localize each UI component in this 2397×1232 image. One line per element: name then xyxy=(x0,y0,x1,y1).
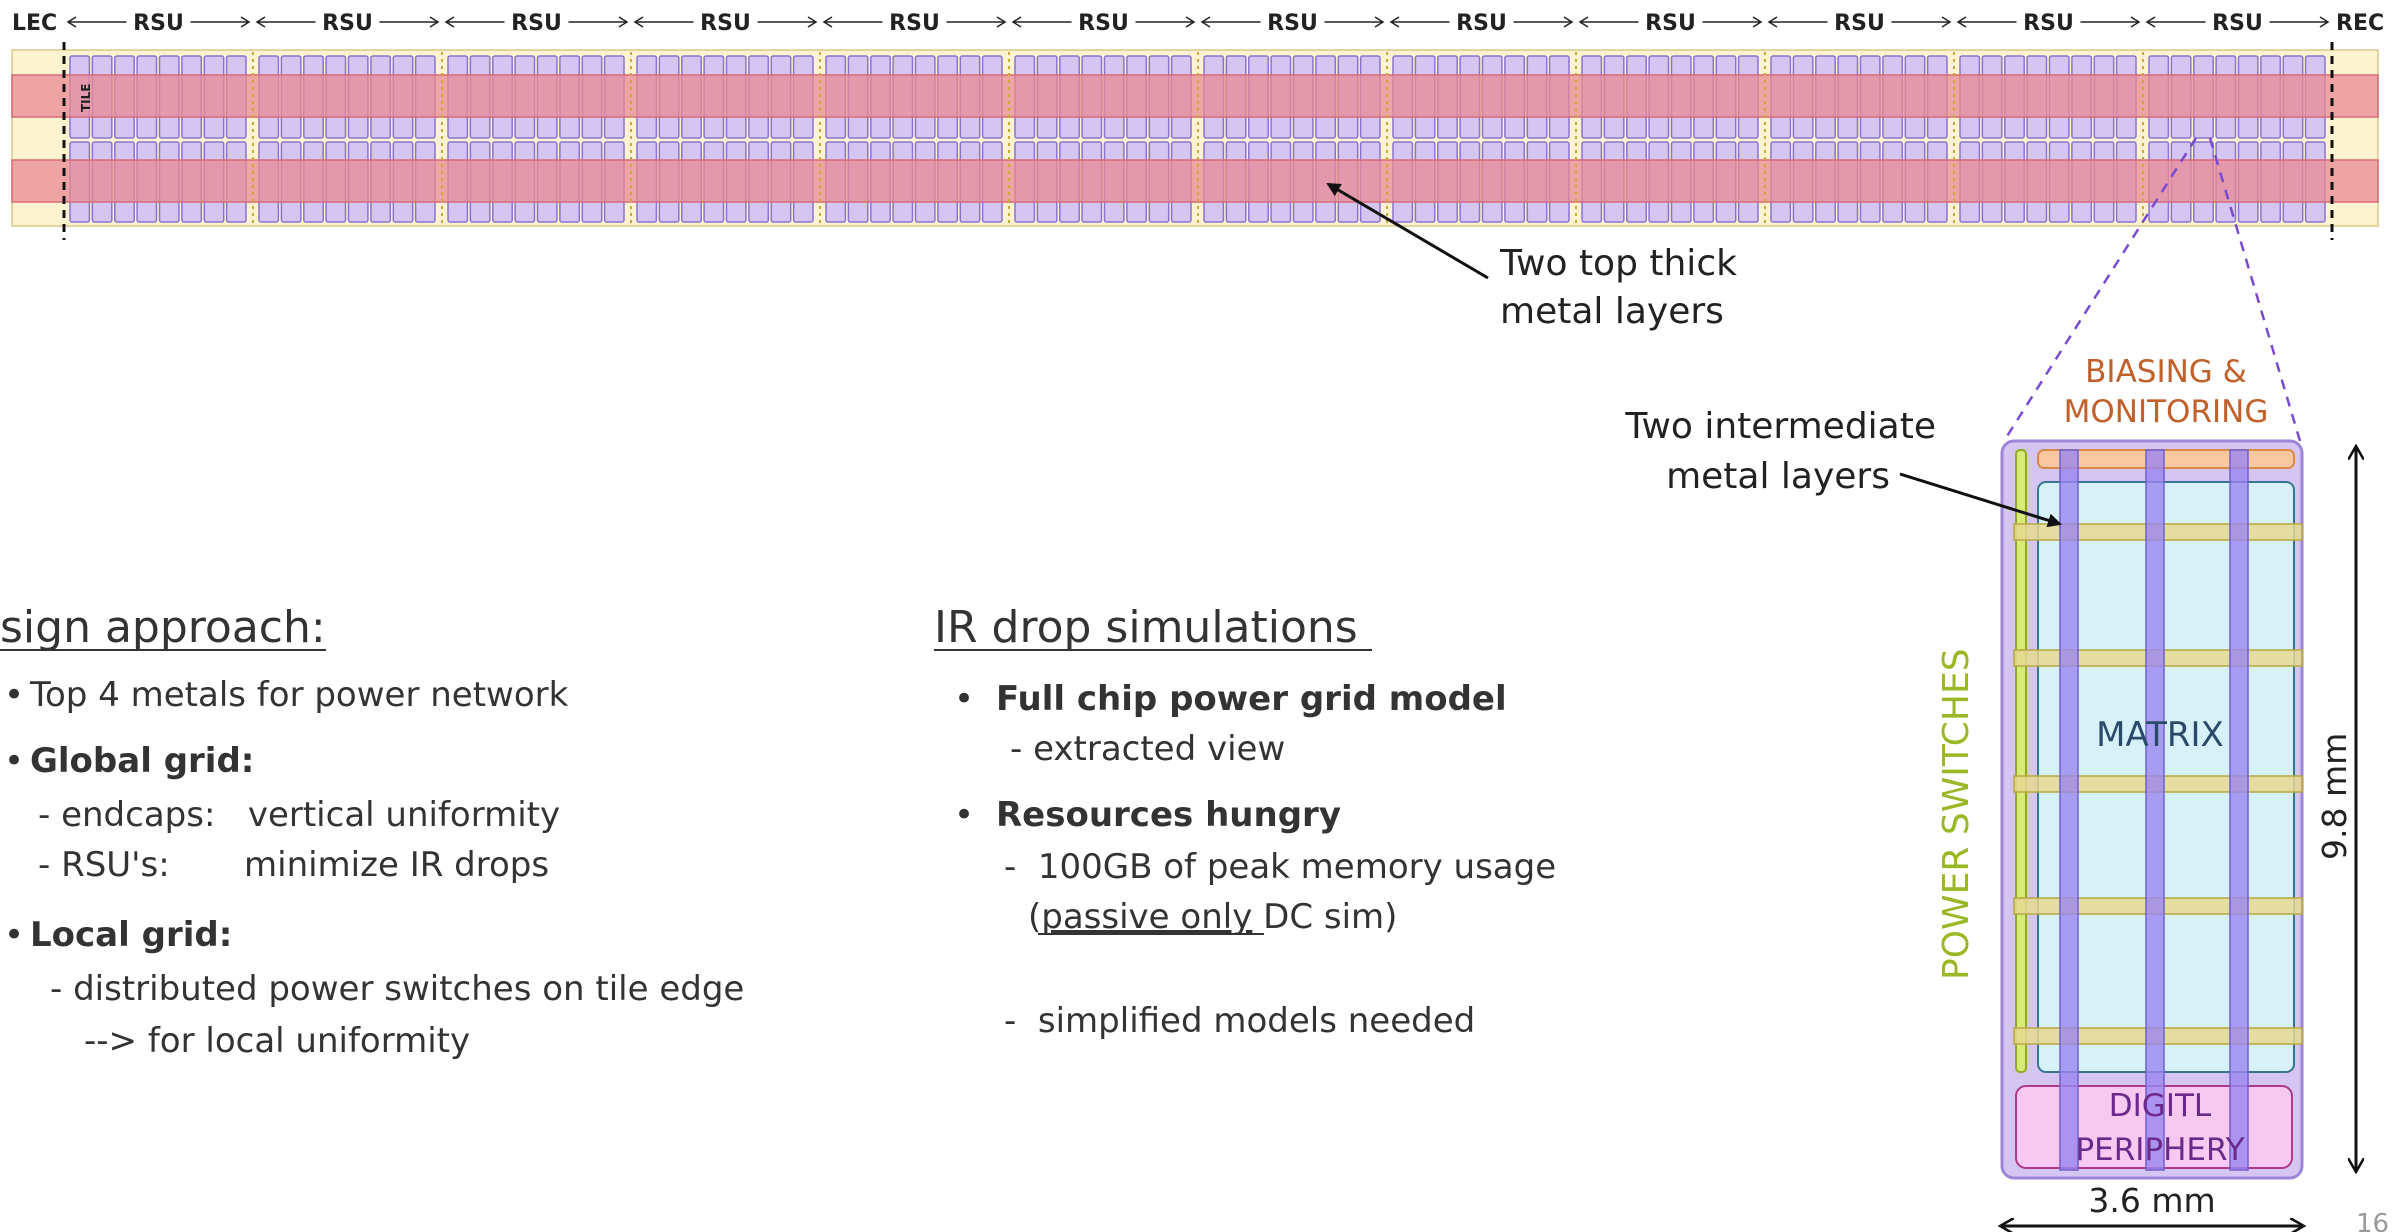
design-bullet-2a: - endcaps: vertical uniformity xyxy=(38,795,560,835)
rsu-span-arrowhead xyxy=(2145,16,2156,28)
rsu-span-arrowhead xyxy=(444,16,455,28)
rsu-header: LEC REC RSU RSU RSU RSU RSU RSU RSU RSU RSU RSU RS… xyxy=(12,11,2384,36)
rsu-span-arrowhead xyxy=(1941,16,1952,28)
rsu-span-arrowhead xyxy=(2319,16,2330,28)
rsu-label: RSU xyxy=(322,11,373,36)
bullet-dot: • xyxy=(4,915,24,955)
digital-label-line1: DIGITL xyxy=(2109,1088,2212,1124)
bullet-dot: • xyxy=(4,675,24,715)
tile-label: TILE xyxy=(79,84,93,113)
rsu-label: RSU xyxy=(1267,11,1318,36)
ir-drop-section: IR drop simulations • Full chip power gr… xyxy=(934,602,1556,1041)
detector-strip: TILE xyxy=(11,42,2379,240)
intermediate-label-line1: Two intermediate xyxy=(1624,406,1936,447)
ir-bullet-2c: - simplified models needed xyxy=(1004,1001,1475,1041)
power-switch-strip xyxy=(2015,449,2027,1073)
rsu-label: RSU xyxy=(133,11,184,36)
digital-label-line2: PERIPHERY xyxy=(2075,1132,2244,1168)
rsu-span-arrowhead xyxy=(633,16,644,28)
intermediate-metal-arrow xyxy=(1899,472,2062,528)
rsu-span-arrowhead xyxy=(1374,16,1385,28)
rsu-span-arrowhead xyxy=(255,16,266,28)
rsu-span-arrowhead xyxy=(1200,16,1211,28)
ir-bullet-2: Resources hungry xyxy=(996,795,1341,835)
design-approach-section: sign approach: • Top 4 metals for power … xyxy=(0,602,744,1061)
design-bullet-3a: - distributed power switches on tile edg… xyxy=(50,969,744,1009)
rsu-label: RSU xyxy=(1078,11,1129,36)
intermediate-label-line2: metal layers xyxy=(1666,456,1890,497)
page-number: 16 xyxy=(2356,1209,2389,1232)
top-metal-label-line2: metal layers xyxy=(1500,291,1724,332)
top-metal-band-2 xyxy=(11,159,2379,203)
design-bullet-2b-value: minimize IR drops xyxy=(244,845,549,885)
top-metal-label-line1: Two top thick xyxy=(1499,243,1737,284)
top-metal-band-1 xyxy=(11,74,2379,118)
rsu-span-arrowhead xyxy=(618,16,629,28)
rsu-span-arrowhead xyxy=(1185,16,1196,28)
design-heading: sign approach: xyxy=(0,602,326,653)
rsu-label: RSU xyxy=(1456,11,1507,36)
rsu-label: RSU xyxy=(700,11,751,36)
ir-bullet-1a: - extracted view xyxy=(1010,729,1285,769)
rsu-label: RSU xyxy=(889,11,940,36)
width-label: 3.6 mm xyxy=(2088,1181,2215,1220)
rsu-dividers xyxy=(252,52,2144,224)
matrix-label: MATRIX xyxy=(2096,715,2224,755)
rsu-label: RSU xyxy=(1645,11,1696,36)
bullet-dot: • xyxy=(954,795,974,835)
rsu-span-arrowhead xyxy=(429,16,440,28)
intermediate-metal-vertical xyxy=(2229,449,2249,1171)
intermediate-metal-vertical xyxy=(2059,449,2079,1171)
intermediate-metal-vertical xyxy=(2145,449,2165,1171)
ir-heading: IR drop simulations xyxy=(934,602,1358,653)
design-bullet-2: Global grid: xyxy=(30,741,254,781)
lec-label: LEC xyxy=(12,11,57,36)
rsu-span-arrowhead xyxy=(1578,16,1589,28)
design-bullet-2b-key: - RSU's: xyxy=(38,845,170,885)
rsu-label: RSU xyxy=(2023,11,2074,36)
rec-label: REC xyxy=(2336,11,2384,36)
design-bullet-3: Local grid: xyxy=(30,915,232,955)
rsu-label: RSU xyxy=(511,11,562,36)
rsu-span-arrowhead xyxy=(1011,16,1022,28)
bullet-dot: • xyxy=(4,741,24,781)
rsu-span-arrowhead xyxy=(1389,16,1400,28)
rsu-label: RSU xyxy=(1834,11,1885,36)
design-bullet-3b: --> for local uniformity xyxy=(84,1021,470,1061)
zoom-line-left xyxy=(2002,137,2198,442)
design-bullet-1: Top 4 metals for power network xyxy=(29,675,569,715)
rsu-span-arrowhead xyxy=(240,16,251,28)
ir-bullet-1: Full chip power grid model xyxy=(996,679,1507,719)
ir-bullet-2b: (passive only DC sim) xyxy=(1028,897,1397,937)
biasing-label-line1: BIASING & xyxy=(2085,354,2247,390)
biasing-label-line2: MONITORING xyxy=(2064,394,2269,430)
rsu-span-arrowhead xyxy=(2130,16,2141,28)
bullet-dot: • xyxy=(954,679,974,719)
rsu-label: RSU xyxy=(2212,11,2263,36)
rsu-span-arrowhead xyxy=(1563,16,1574,28)
rsu-span-arrowhead xyxy=(1956,16,1967,28)
rsu-span-arrowhead xyxy=(822,16,833,28)
power-switches-label: POWER SWITCHES xyxy=(1936,648,1977,980)
rsu-span-arrowhead xyxy=(996,16,1007,28)
rsu-span-arrowhead xyxy=(1767,16,1778,28)
tile-detail: BIASING & MONITORING MATRIX DIGITL PERIP… xyxy=(1624,354,2356,1226)
ir-bullet-2a: - 100GB of peak memory usage xyxy=(1004,847,1556,887)
height-label: 9.8 mm xyxy=(2315,733,2354,860)
rsu-span-arrowhead xyxy=(807,16,818,28)
rsu-span-arrowhead xyxy=(1752,16,1763,28)
rsu-span-arrowhead xyxy=(66,16,77,28)
top-metal-arrow xyxy=(1326,182,1489,280)
